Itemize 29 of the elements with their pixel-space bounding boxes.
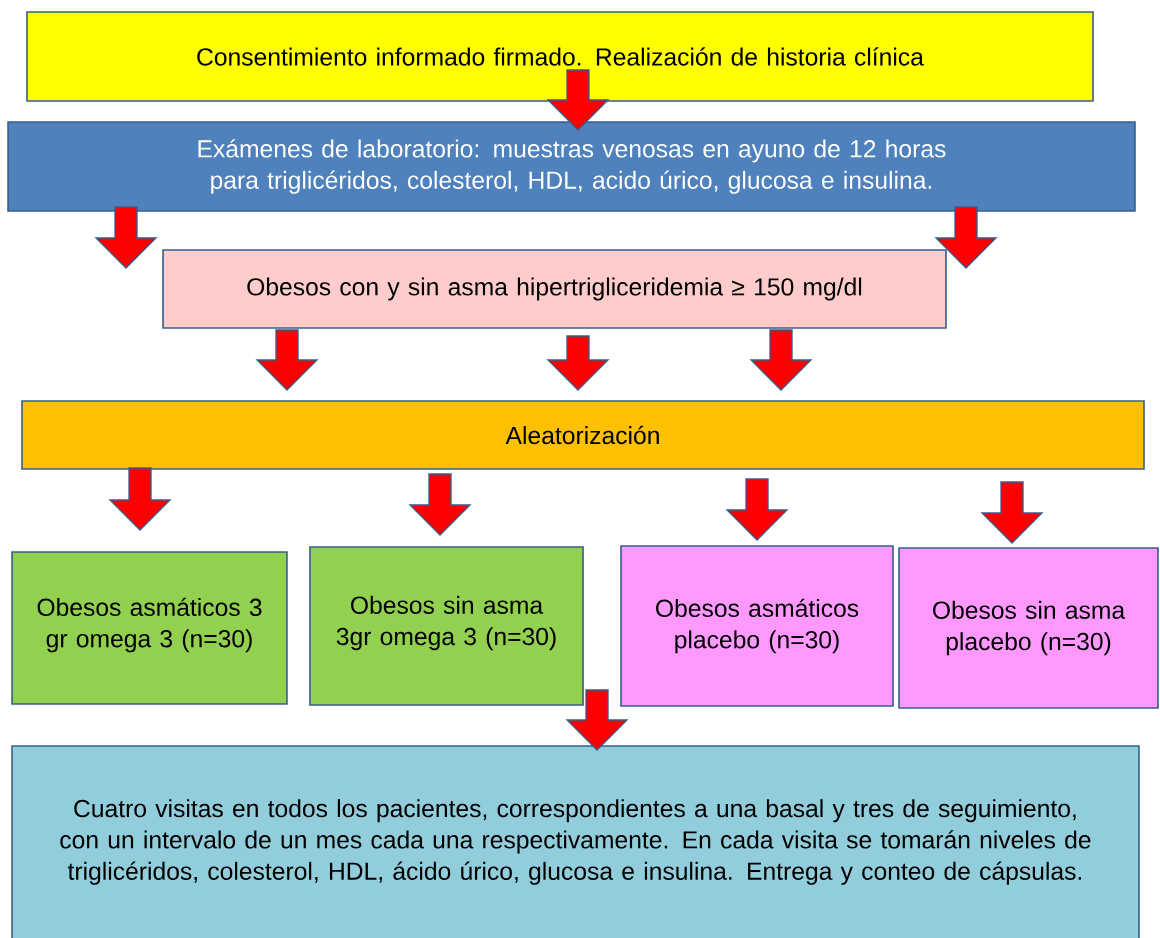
box-text: Obesos sin asma 3gr omega 3 (n=30) xyxy=(336,595,556,651)
process-box xyxy=(898,547,1159,709)
process-box xyxy=(26,11,1094,102)
block-arrow xyxy=(546,69,610,131)
block-arrow xyxy=(749,329,813,391)
block-arrow xyxy=(255,329,319,391)
block-arrow xyxy=(546,335,610,391)
process-box xyxy=(7,121,1136,212)
box-text: Consentimiento informado firmado. Realización de historia clínica xyxy=(197,47,924,66)
box-text: Obesos con y sin asma hipertrigliceridemia ≥ 150 mg/dl xyxy=(247,277,862,301)
box-text: Aleatorización xyxy=(505,425,659,445)
block-arrow xyxy=(94,206,158,269)
box-text: Cuatro visitas en todos los pacientes, correspondientes a una basal y tres de seguimiento, con un intervalo de un mes cada una respectivamente. En cada visita se tomarán niveles de triglicéridos, colesterol, HDL, ácido úrico, glucosa e insulina. Entrega y conteo de cápsulas. xyxy=(60,799,1091,885)
box-text: Obesos asmáticos 3 gr omega 3 (n=30) xyxy=(37,597,262,653)
block-arrow xyxy=(565,689,629,751)
process-box xyxy=(309,546,584,706)
block-arrow xyxy=(934,206,998,269)
process-box xyxy=(162,249,947,329)
block-arrow xyxy=(980,481,1044,544)
process-box xyxy=(11,551,288,705)
block-arrow xyxy=(725,478,789,541)
process-box xyxy=(21,400,1145,470)
box-text: Obesos asmáticos placebo (n=30) xyxy=(656,598,859,654)
box-text: Obesos sin asma placebo (n=30) xyxy=(933,600,1126,656)
process-box xyxy=(11,745,1140,938)
process-box xyxy=(620,545,894,707)
block-arrow xyxy=(108,467,172,531)
block-arrow xyxy=(408,473,472,536)
box-text: Exámenes de laboratorio: muestras venosas en ayuno de 12 horas para triglicéridos, colesterol, HDL, acido úrico, glucosa e insulina. xyxy=(198,139,946,194)
